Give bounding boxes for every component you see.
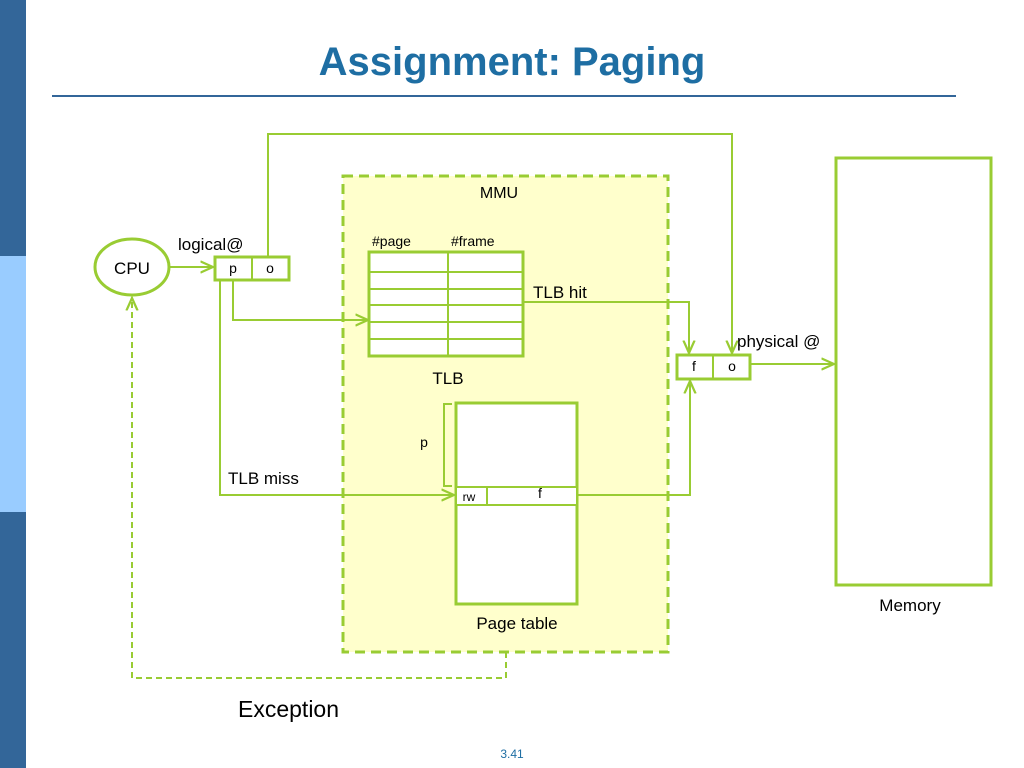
memory-block <box>834 156 993 587</box>
page-entry-frame: f <box>538 485 542 501</box>
exception-label: Exception <box>238 696 339 722</box>
memory-label: Memory <box>879 596 941 615</box>
exception-arrow <box>132 298 507 679</box>
cpu-label: CPU <box>114 259 150 278</box>
title-divider <box>52 95 956 97</box>
tlb-col-page: #page <box>372 233 411 249</box>
page-to-tlb-arrow <box>232 280 368 320</box>
tlb-hit-arrow <box>523 301 689 353</box>
slide-title: Assignment: Paging <box>318 40 706 84</box>
page-table-index-bracket <box>443 403 452 487</box>
tlb-hit-label: TLB hit <box>533 283 587 302</box>
page-table-index-label: p <box>420 434 428 450</box>
page-entry-rw: rw <box>463 490 476 504</box>
logical-address-label: logical@ <box>178 235 243 254</box>
offset-path-arrow <box>267 133 732 353</box>
tlb-table <box>367 250 525 358</box>
tlb-miss-arrow <box>219 280 454 495</box>
mmu-label: MMU <box>480 185 518 202</box>
tlb-label: TLB <box>432 369 463 388</box>
page-table-to-physical-arrow <box>577 381 690 496</box>
logical-field-o: o <box>266 260 274 276</box>
sidebar-accent-highlight <box>0 256 26 512</box>
tlb-col-frame: #frame <box>451 233 495 249</box>
page-table-label: Page table <box>476 614 557 633</box>
logical-field-p: p <box>229 260 237 276</box>
physical-address-label: physical @ <box>737 332 820 351</box>
tlb-miss-label: TLB miss <box>228 469 299 488</box>
page-number: 3.41 <box>500 747 524 761</box>
physical-field-f: f <box>692 358 696 374</box>
physical-field-o: o <box>728 358 736 374</box>
